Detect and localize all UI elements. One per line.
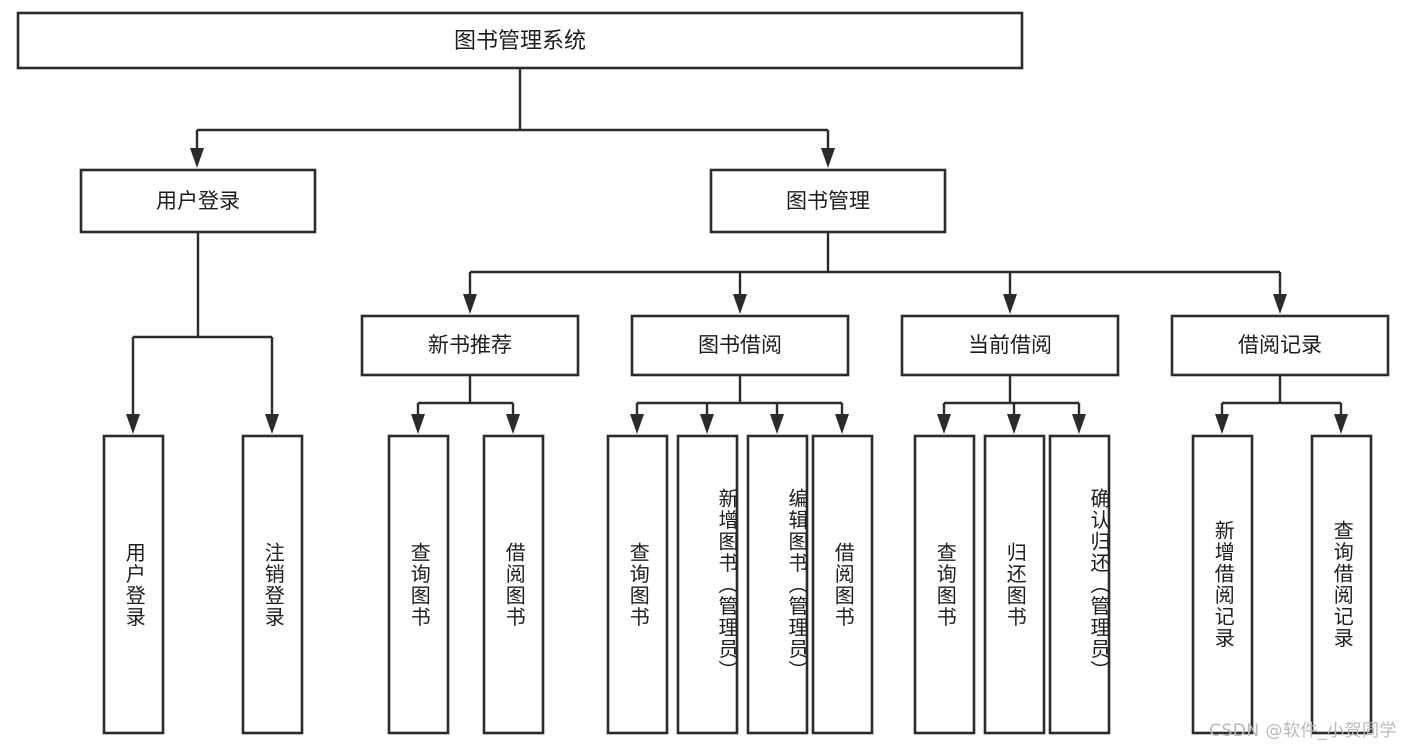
node-book-management-box bbox=[709, 168, 947, 234]
leaf-boxes bbox=[102, 434, 1373, 735]
node-current-borrow-label: 当前借阅 bbox=[968, 333, 1052, 357]
arrow-head-icon bbox=[411, 414, 425, 434]
arrow-head-icon bbox=[1334, 414, 1348, 434]
leaf-box-book-borrow-2[interactable] bbox=[746, 434, 809, 735]
connector-borrowrecord-to-leaves bbox=[1215, 375, 1348, 434]
node-new-book-recommend[interactable]: 新书推荐 bbox=[360, 314, 580, 377]
arrow-head-icon bbox=[700, 414, 714, 434]
arrow-head-icon bbox=[835, 414, 849, 434]
arrow-head-icon bbox=[821, 148, 835, 168]
node-new-book-recommend-box bbox=[360, 314, 580, 377]
connector-currentborrow-to-leaves bbox=[937, 375, 1086, 434]
node-root-label: 图书管理系统 bbox=[454, 29, 586, 54]
leaf-box-borrow-record-0[interactable] bbox=[1191, 434, 1254, 735]
leaf-box-borrow-record-1[interactable] bbox=[1310, 434, 1373, 735]
arrow-head-icon bbox=[463, 294, 477, 314]
leaf-box-new-book-0[interactable] bbox=[387, 434, 450, 735]
leaf-box-current-borrow-1[interactable] bbox=[983, 434, 1046, 735]
arrow-head-icon bbox=[937, 414, 951, 434]
arrow-head-icon bbox=[1273, 294, 1287, 314]
arrow-head-icon bbox=[733, 294, 747, 314]
connector-books-to-level3 bbox=[463, 232, 1287, 314]
connector-root-to-level2 bbox=[190, 68, 835, 168]
node-new-book-recommend-label: 新书推荐 bbox=[428, 333, 512, 357]
arrow-head-icon bbox=[630, 414, 644, 434]
arrow-head-icon bbox=[265, 414, 279, 434]
node-user-login-box bbox=[79, 168, 317, 234]
node-book-management[interactable]: 图书管理 bbox=[709, 168, 947, 234]
node-book-borrow-label: 图书借阅 bbox=[698, 333, 782, 357]
node-borrow-record-label: 借阅记录 bbox=[1238, 333, 1322, 357]
node-borrow-record-box bbox=[1170, 314, 1390, 377]
node-book-borrow[interactable]: 图书借阅 bbox=[630, 314, 850, 377]
leaf-box-book-borrow-1[interactable] bbox=[676, 434, 739, 735]
arrow-head-icon bbox=[1007, 414, 1021, 434]
arrow-head-icon bbox=[1215, 414, 1229, 434]
node-borrow-record[interactable]: 借阅记录 bbox=[1170, 314, 1390, 377]
node-root-box bbox=[16, 11, 1024, 70]
arrow-head-icon bbox=[1072, 414, 1086, 434]
arrow-head-icon bbox=[770, 414, 784, 434]
leaf-box-book-borrow-0[interactable] bbox=[606, 434, 669, 735]
arrow-head-icon bbox=[506, 414, 520, 434]
leaf-box-book-borrow-3[interactable] bbox=[811, 434, 874, 735]
arrow-head-icon bbox=[190, 148, 204, 168]
connector-newbook-to-leaves bbox=[411, 375, 520, 434]
leaf-box-user-login-1[interactable] bbox=[241, 434, 304, 735]
connector-bookborrow-to-leaves bbox=[630, 375, 849, 434]
watermark-label: CSDN @软件_小贺同学 bbox=[1209, 721, 1397, 741]
leaf-box-user-login-0[interactable] bbox=[102, 434, 165, 735]
node-current-borrow[interactable]: 当前借阅 bbox=[900, 314, 1120, 377]
leaf-box-new-book-1[interactable] bbox=[482, 434, 545, 735]
connector-userlogin-to-leaves bbox=[126, 232, 279, 434]
leaf-box-current-borrow-2[interactable] bbox=[1048, 434, 1111, 735]
node-user-login-label: 用户登录 bbox=[156, 189, 240, 213]
leaf-box-current-borrow-0[interactable] bbox=[913, 434, 976, 735]
node-book-management-label: 图书管理 bbox=[786, 189, 870, 213]
node-root[interactable]: 图书管理系统 bbox=[16, 11, 1024, 70]
arrow-head-icon bbox=[126, 414, 140, 434]
arrow-head-icon bbox=[1003, 294, 1017, 314]
node-user-login[interactable]: 用户登录 bbox=[79, 168, 317, 234]
node-book-borrow-box bbox=[630, 314, 850, 377]
node-current-borrow-box bbox=[900, 314, 1120, 377]
